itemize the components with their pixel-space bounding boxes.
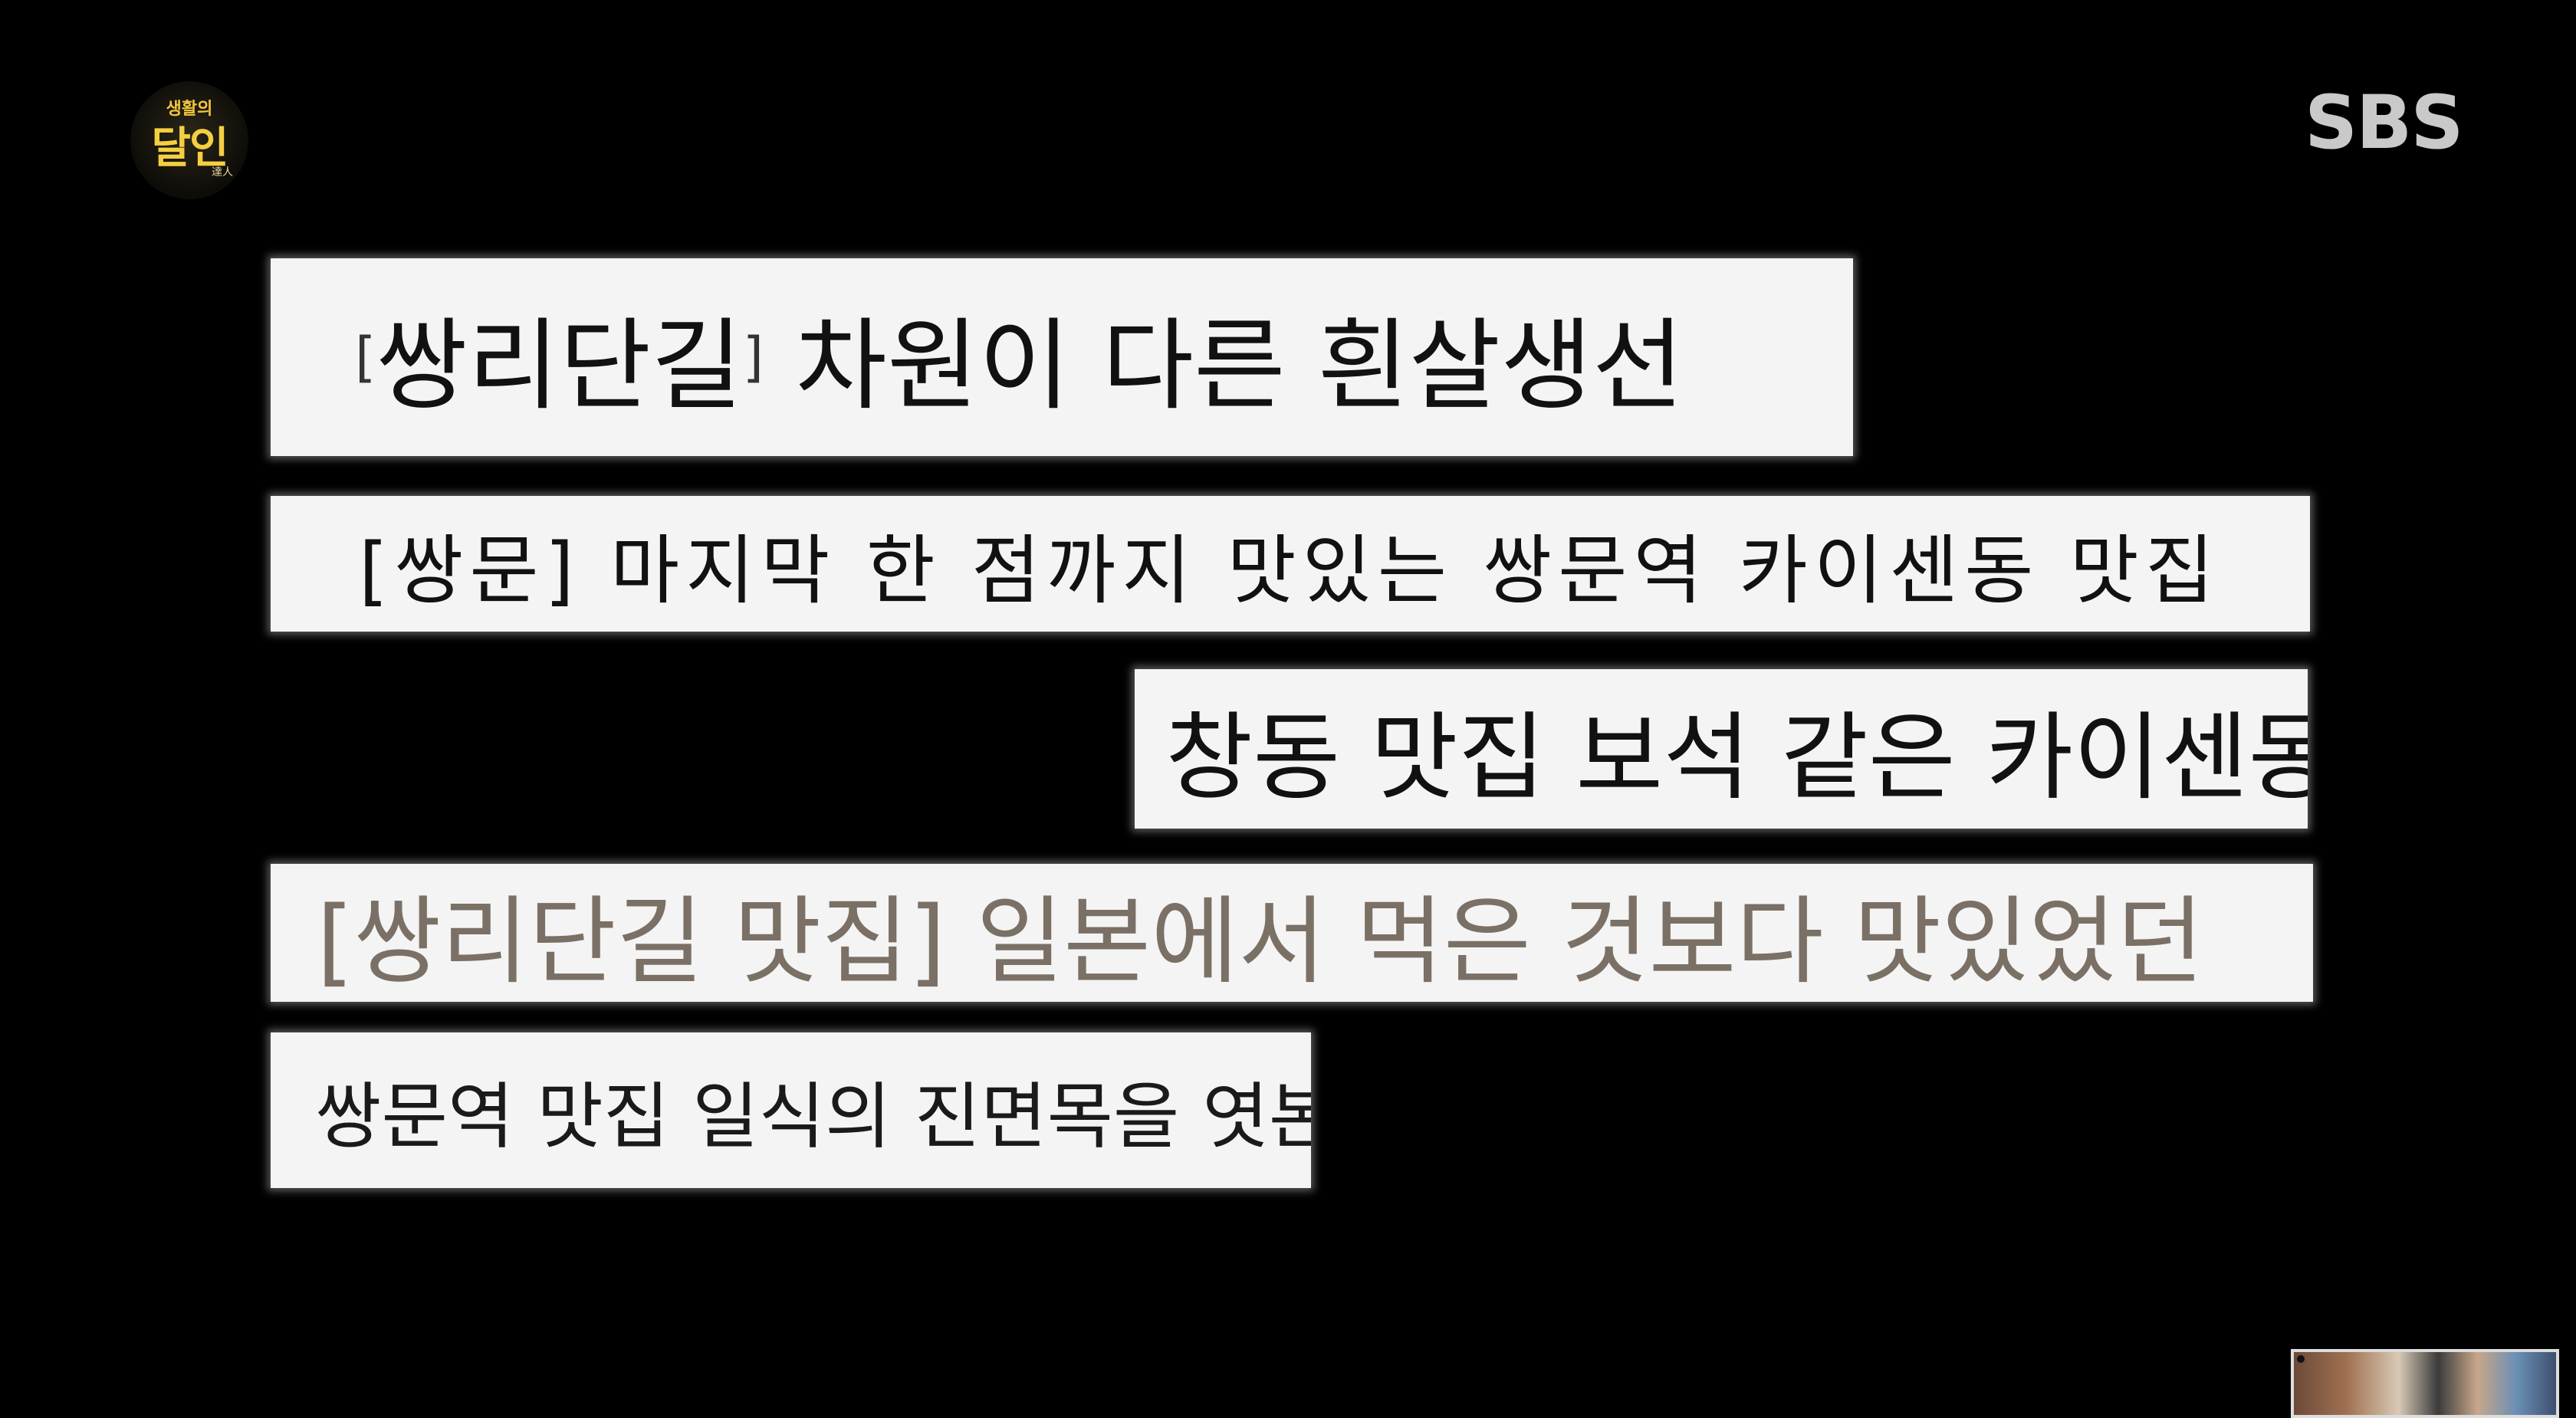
logo-main-text: 달인 — [151, 123, 228, 173]
headline-1-text: 차원이 다른 흰살생선 — [764, 307, 1684, 424]
headline-5-text: 쌍문역 맛집 일식의 진면목을 엿본 — [315, 1075, 1311, 1159]
show-logo: 생활의 달인 達人 — [130, 81, 248, 199]
logo-top-text: 생활의 — [166, 100, 213, 119]
headline-card-4: [쌍리단길 맛집] 일본에서 먹은 것보다 맛있었던 — [271, 864, 2313, 1002]
bracket-open: [ — [355, 326, 376, 389]
video-thumbnail[interactable] — [2291, 1349, 2559, 1418]
headline-2-text: [쌍문] 마지막 한 점까지 맛있는 쌍문역 카이센동 맛집 — [359, 527, 2220, 615]
broadcaster-logo: SBS — [2305, 80, 2463, 166]
headline-card-5: 쌍문역 맛집 일식의 진면목을 엿본 — [271, 1032, 1311, 1188]
headline-4-text: [쌍리단길 맛집] 일본에서 먹은 것보다 맛있었던 — [317, 887, 2204, 997]
headline-card-3: 창동 맛집 보석 같은 카이센동 — [1135, 669, 2308, 829]
headline-1-tag: 쌍리단길 — [376, 307, 743, 424]
headline-card-2: [쌍문] 마지막 한 점까지 맛있는 쌍문역 카이센동 맛집 — [271, 496, 2310, 632]
thumbnail-dot-icon — [2297, 1355, 2305, 1363]
logo-sub-text: 達人 — [212, 166, 233, 179]
headline-3-text: 창동 맛집 보석 같은 카이센동 — [1165, 703, 2308, 813]
headline-card-1: [ 쌍리단길 ] 차원이 다른 흰살생선 — [271, 258, 1853, 456]
bracket-close: ] — [742, 326, 764, 389]
